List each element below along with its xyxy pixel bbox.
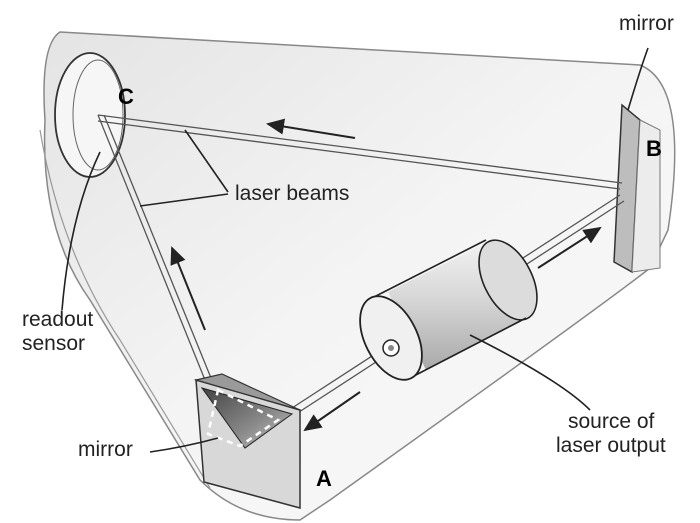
readout-sensor-rim bbox=[72, 59, 124, 171]
direction-arrows bbox=[170, 118, 602, 432]
point-b-label: B bbox=[646, 136, 662, 161]
arrow-to-b bbox=[537, 226, 602, 269]
label-source: source of laser output bbox=[556, 410, 666, 458]
label-mirror-top: mirror bbox=[619, 12, 674, 35]
arrow-to-a bbox=[303, 391, 361, 432]
leader-beams-lower bbox=[139, 193, 229, 207]
label-readout-line2: sensor bbox=[22, 332, 86, 355]
leader-lines bbox=[61, 47, 649, 453]
laser-source-cylinder bbox=[359, 239, 538, 381]
label-source-line1: source of bbox=[568, 410, 655, 433]
point-c-label: C bbox=[118, 84, 134, 109]
readout-sensor-disk bbox=[54, 52, 126, 178]
label-source-line2: laser output bbox=[556, 434, 666, 457]
label-laser-beams: laser beams bbox=[235, 182, 350, 205]
arrow-c-b bbox=[266, 118, 356, 139]
label-readout-sensor: readout sensor bbox=[22, 308, 93, 356]
leader-mirror-top bbox=[627, 47, 649, 111]
mirror-a-prism bbox=[193, 373, 301, 509]
label-mirror-left: mirror bbox=[78, 438, 133, 461]
arrow-a-c bbox=[170, 246, 206, 331]
point-a-label: A bbox=[316, 466, 332, 491]
leader-source bbox=[469, 334, 591, 411]
leader-mirror-left bbox=[149, 437, 219, 453]
label-readout-line1: readout bbox=[22, 308, 94, 331]
leader-beams-upper bbox=[184, 129, 229, 193]
triangle-block-edge bbox=[39, 129, 211, 489]
mirror-b-back bbox=[631, 119, 661, 273]
leader-readout bbox=[61, 151, 101, 311]
